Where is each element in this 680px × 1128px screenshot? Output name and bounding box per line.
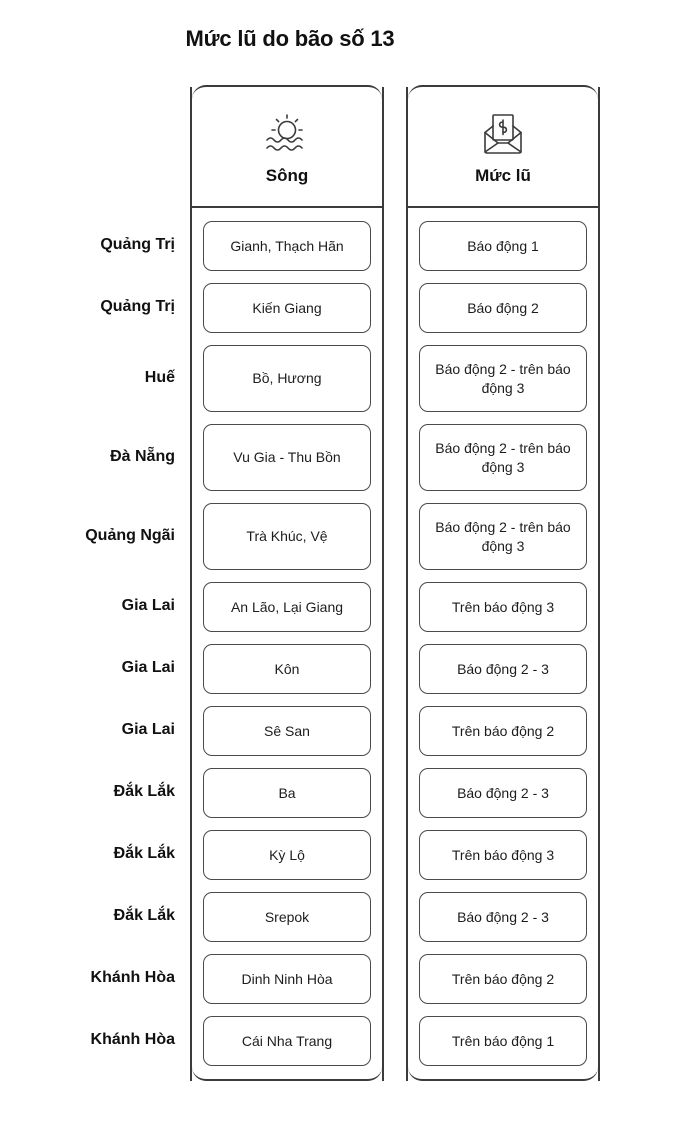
province-label: Khánh Hòa	[90, 1031, 175, 1048]
level-cell[interactable]: Trên báo động 3	[419, 582, 587, 632]
river-cell[interactable]: Gianh, Thạch Hãn	[203, 221, 371, 271]
river-cell[interactable]: Ba	[203, 768, 371, 818]
river-cell[interactable]: Cái Nha Trang	[203, 1016, 371, 1066]
river-cell[interactable]: An Lão, Lại Giang	[203, 582, 371, 632]
river-cell[interactable]: Dinh Ninh Hòa	[203, 954, 371, 1004]
level-cell[interactable]: Báo động 2 - 3	[419, 892, 587, 942]
level-cell[interactable]: Trên báo động 1	[419, 1016, 587, 1066]
river-cell[interactable]: Kôn	[203, 644, 371, 694]
river-cell[interactable]: Srepok	[203, 892, 371, 942]
column-header-muc-lu: Mức lũ	[408, 85, 598, 208]
level-cell[interactable]: Báo động 2 - 3	[419, 768, 587, 818]
river-cell[interactable]: Kỳ Lộ	[203, 830, 371, 880]
province-label: Quảng Ngãi	[85, 526, 175, 544]
column-header-label-song: Sông	[265, 165, 309, 185]
province-label: Đắk Lắk	[113, 783, 175, 800]
flood-level-table: Sông Gianh, Thạch Hãn Kiến Giang Bồ, Hươ…	[0, 85, 680, 1081]
province-label: Đắk Lắk	[113, 845, 175, 862]
province-label: Đắk Lắk	[113, 907, 175, 924]
province-label: Đà Nẵng	[110, 447, 175, 465]
level-cell[interactable]: Báo động 2 - trên báo động 3	[419, 503, 587, 570]
river-cell[interactable]: Sê San	[203, 706, 371, 756]
column-body-muc-lu: Báo động 1 Báo động 2 Báo động 2 - trên …	[408, 208, 598, 1081]
level-cell[interactable]: Báo động 2	[419, 283, 587, 333]
province-label: Quảng Trị	[100, 298, 175, 315]
level-cell[interactable]: Trên báo động 3	[419, 830, 587, 880]
river-cell[interactable]: Trà Khúc, Vệ	[203, 503, 371, 570]
level-cell[interactable]: Trên báo động 2	[419, 954, 587, 1004]
river-cell[interactable]: Kiến Giang	[203, 283, 371, 333]
level-cell[interactable]: Trên báo động 2	[419, 706, 587, 756]
river-cell[interactable]: Vu Gia - Thu Bồn	[203, 424, 371, 491]
level-cell[interactable]: Báo động 2 - 3	[419, 644, 587, 694]
province-label: Gia Lai	[121, 597, 175, 614]
column-muc-lu: Mức lũ Báo động 1 Báo động 2 Báo động 2 …	[406, 85, 600, 1081]
envelope-letter-icon	[480, 108, 526, 160]
level-cell[interactable]: Báo động 2 - trên báo động 3	[419, 345, 587, 412]
label-gutter	[0, 87, 190, 1081]
province-label: Gia Lai	[121, 659, 175, 676]
province-label: Gia Lai	[121, 721, 175, 738]
page-title: Mức lũ do bão số 13	[185, 26, 395, 51]
province-label: Quảng Trị	[100, 236, 175, 253]
river-cell[interactable]: Bồ, Hương	[203, 345, 371, 412]
province-label: Khánh Hòa	[90, 969, 175, 986]
column-body-song: Gianh, Thạch Hãn Kiến Giang Bồ, Hương Vu…	[192, 208, 382, 1081]
level-cell[interactable]: Báo động 1	[419, 221, 587, 271]
sun-over-waves-icon	[262, 108, 312, 160]
column-header-label-muc-lu: Mức lũ	[475, 165, 531, 185]
province-label: Huế	[144, 368, 175, 386]
level-cell[interactable]: Báo động 2 - trên báo động 3	[419, 424, 587, 491]
column-header-song: Sông	[192, 85, 382, 208]
column-song: Sông Gianh, Thạch Hãn Kiến Giang Bồ, Hươ…	[190, 85, 384, 1081]
